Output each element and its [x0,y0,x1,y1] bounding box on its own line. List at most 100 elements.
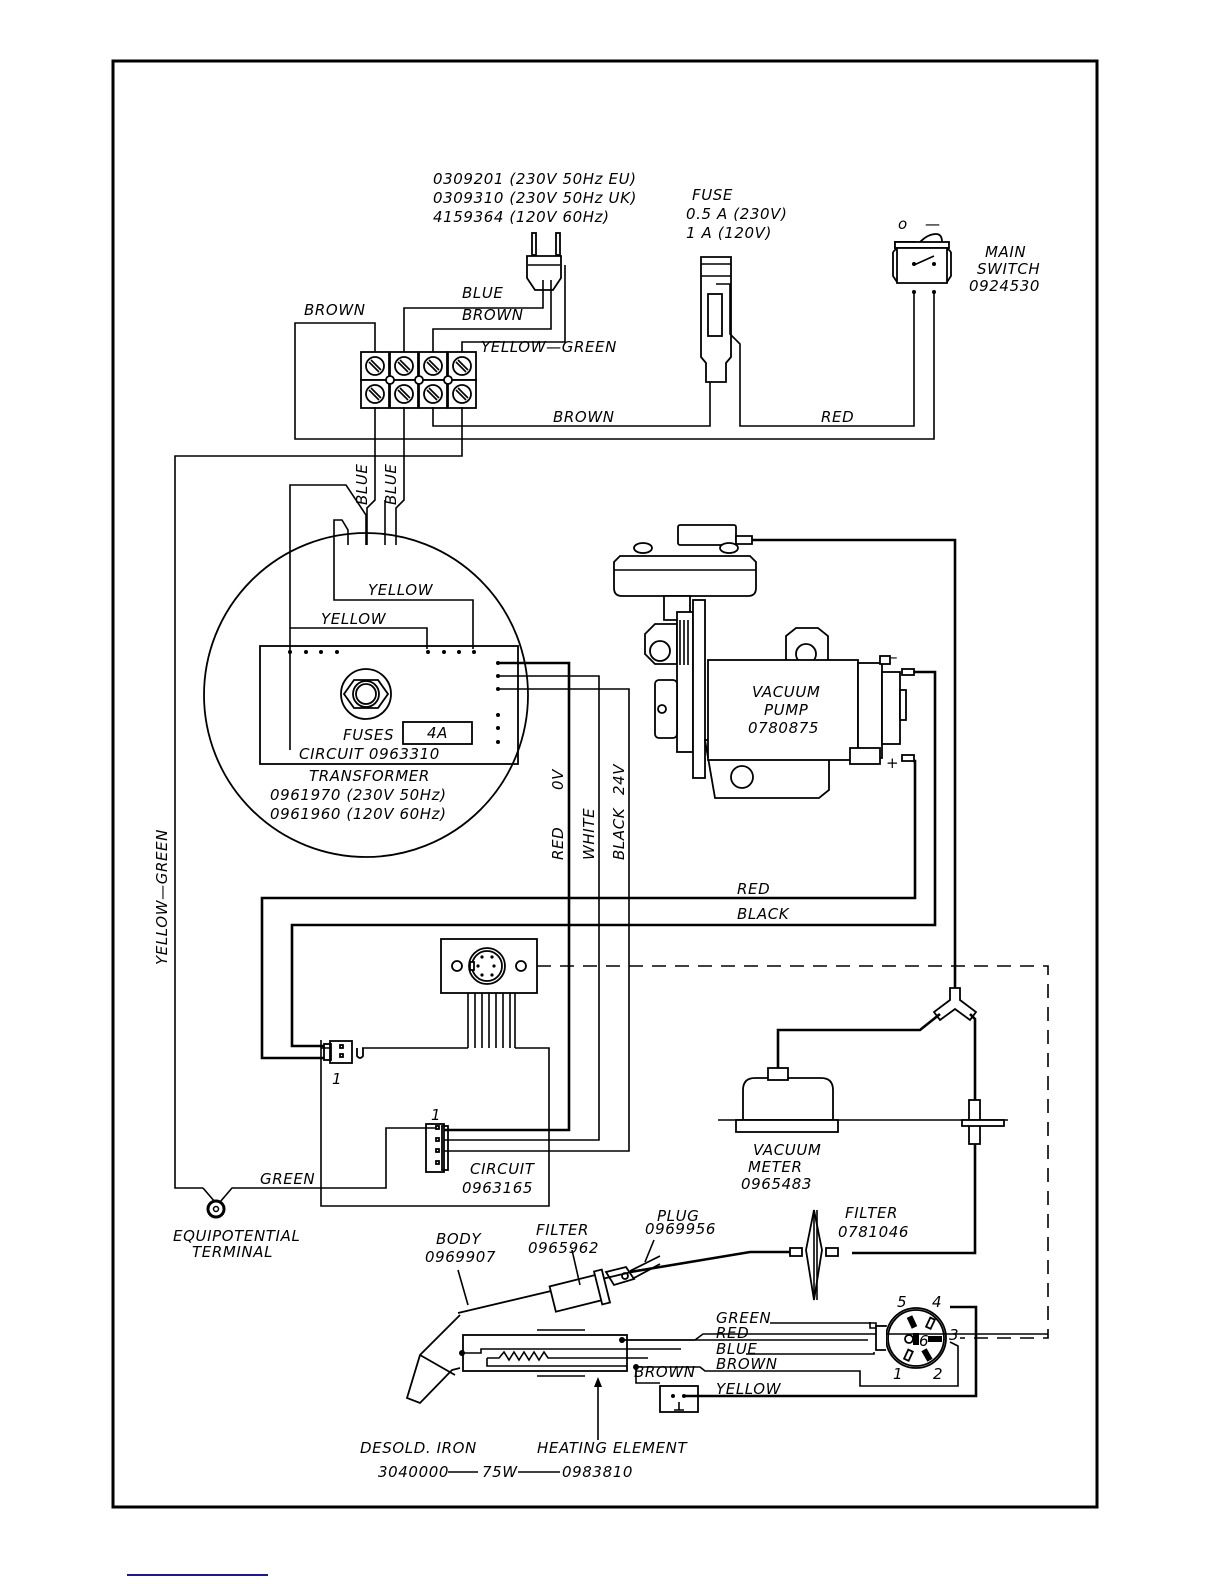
desoldering-iron: BODY 0969907 FILTER 0965962 PLUG 0969956… [360,1207,1048,1481]
switch-label-switch: SWITCH [977,260,1040,278]
terminal-label: TERMINAL [192,1243,273,1261]
transformer-title: TRANSFORMER [309,767,430,785]
switch-off-symbol: o [898,215,908,233]
heating-element-label: HEATING ELEMENT [537,1439,688,1457]
terminal-screw-icon [394,356,414,376]
wire-label-black-secondary: BLACK [610,807,628,860]
switch-label-main: MAIN [985,243,1026,261]
din-pin-5: 5 [897,1293,907,1311]
connector-pin-1-label-b: 1 [431,1106,441,1124]
wire-label-red-secondary: RED [549,827,567,860]
wire-label-brown-bottom: BROWN [553,408,615,426]
iron-wire-brown: BROWN [716,1355,778,1373]
plug-part-us: 4159364 (120V 60Hz) [433,208,610,226]
iron-plug-label: PLUG [657,1207,699,1225]
main-switch: o — MAIN SWITCH 0924530 [892,215,1040,295]
switch-part-number: 0924530 [969,277,1040,295]
circuit-0963165-label: CIRCUIT [470,1160,536,1178]
meter-label-vacuum: VACUUM [753,1141,821,1159]
transformer-part-120v: 0961960 (120V 60Hz) [270,805,447,823]
wire-label-yellow-2: YELLOW [321,610,387,628]
filter-inline-part: 0781046 [838,1223,909,1241]
desold-iron-label: DESOLD. IRON [360,1439,477,1457]
plug-part-uk: 0309310 (230V 50Hz UK) [433,189,637,207]
din-pin-4: 4 [932,1293,942,1311]
wire-label-yellow-1: YELLOW [368,581,434,599]
terminal-mount-hole [443,375,453,385]
pump-label-vacuum: VACUUM [752,683,820,701]
din-pin-1: 1 [893,1365,903,1383]
wire-label-red-pump: RED [737,880,770,898]
iron-filter-label: FILTER [536,1221,589,1239]
wire-label-brown-mid: BROWN [462,306,524,324]
terminal-screw-icon [394,384,414,404]
wire-label-24v: 24V [610,763,628,795]
vacuum-tubing: VACUUM METER 0965483 FILTER 0781046 [629,538,1008,1301]
terminal-screw-icon [423,384,443,404]
circuit-0963165-part: 0963165 [462,1179,533,1197]
iron-plug-part: 0969956 [645,1220,716,1238]
wire-label-white: WHITE [580,808,598,860]
iron-wire-red: RED [716,1324,749,1342]
connector-pin-1-label-a: 1 [332,1070,342,1088]
iron-wire-green: GREEN [716,1309,771,1327]
mains-wiring: BROWN BLUE BROWN YELLOW—GREEN BROWN RED [174,265,935,1189]
terminal-screw-icon [452,384,472,404]
terminal-mount-hole [385,375,395,385]
terminal-block [360,351,477,409]
fuse-rating-230v: 0.5 A (230V) [686,205,787,223]
wire-label-blue: BLUE [462,284,504,302]
terminal-mount-hole [414,375,424,385]
drawing-frame [111,59,1099,1509]
power-plug: 0309201 (230V 50Hz EU) 0309310 (230V 50H… [433,170,637,291]
fuse: FUSE 0.5 A (230V) 1 A (120V) [686,186,787,383]
iron-wire-brown-sensor: BROWN [634,1363,696,1381]
fuse-value: 4A [427,724,448,742]
wire-label-black-pump: BLACK [737,905,790,923]
din-connector: 5 4 3 6 1 2 [875,1293,959,1383]
din-pin-2: 2 [933,1365,943,1383]
pump-label-pump: PUMP [764,701,809,719]
switch-on-symbol: — [925,215,941,233]
wire-label-blue-primary-2: BLUE [382,463,400,505]
iron-power-rating: 75W [482,1463,518,1481]
filter-inline-label: FILTER [845,1204,898,1222]
fuse-title: FUSE [692,186,733,204]
terminal-screw-icon [365,384,385,404]
pump-minus-terminal: – [890,648,898,666]
equipotential-label: EQUIPOTENTIAL [173,1227,300,1245]
wire-label-blue-primary-1: BLUE [353,463,371,505]
fuses-label: FUSES [343,726,394,744]
terminal-screw-icon [423,356,443,376]
meter-part-number: 0965483 [741,1175,812,1193]
fuse-rating-120v: 1 A (120V) [686,224,772,242]
transformer: BLUE BLUE YELLOW YELLOW 4A FUSES CIRCUIT… [203,463,529,858]
vacuum-pump: VACUUM PUMP 0780875 – + [613,524,915,799]
terminal-screw-icon [365,356,385,376]
din-pin-6: 6 [919,1332,929,1350]
wire-label-green-ground: GREEN [260,1170,315,1188]
wire-label-red: RED [821,408,854,426]
circuit-0963310-label: CIRCUIT 0963310 [299,745,440,763]
wire-label-0v: 0V [549,768,567,790]
wire-label-yellow-green: YELLOW—GREEN [481,338,617,356]
wire-label-brown-left: BROWN [304,301,366,319]
iron-body-label: BODY [436,1230,482,1248]
iron-body-part: 0969907 [425,1248,496,1266]
meter-label-meter: METER [748,1158,802,1176]
iron-wire-yellow: YELLOW [716,1380,782,1398]
equipotential-terminal: EQUIPOTENTIAL TERMINAL [173,1187,300,1261]
pump-plus-terminal: + [886,754,899,772]
terminal-screw-icon [452,356,472,376]
iron-filter-part: 0965962 [528,1239,599,1257]
heating-element-part: 0983810 [562,1463,633,1481]
wire-label-yellow-green-ground: YELLOW—GREEN [153,829,171,965]
transformer-part-230v: 0961970 (230V 50Hz) [270,786,447,804]
iron-part-number: 3040000 [378,1463,449,1481]
control-circuit: 1 1 GREEN CIRCUIT 0963165 [219,938,1049,1339]
din-pin-3: 3 [949,1326,959,1344]
footer-rule [127,1574,268,1576]
pump-part-number: 0780875 [748,719,819,737]
plug-part-eu: 0309201 (230V 50Hz EU) [433,170,637,188]
